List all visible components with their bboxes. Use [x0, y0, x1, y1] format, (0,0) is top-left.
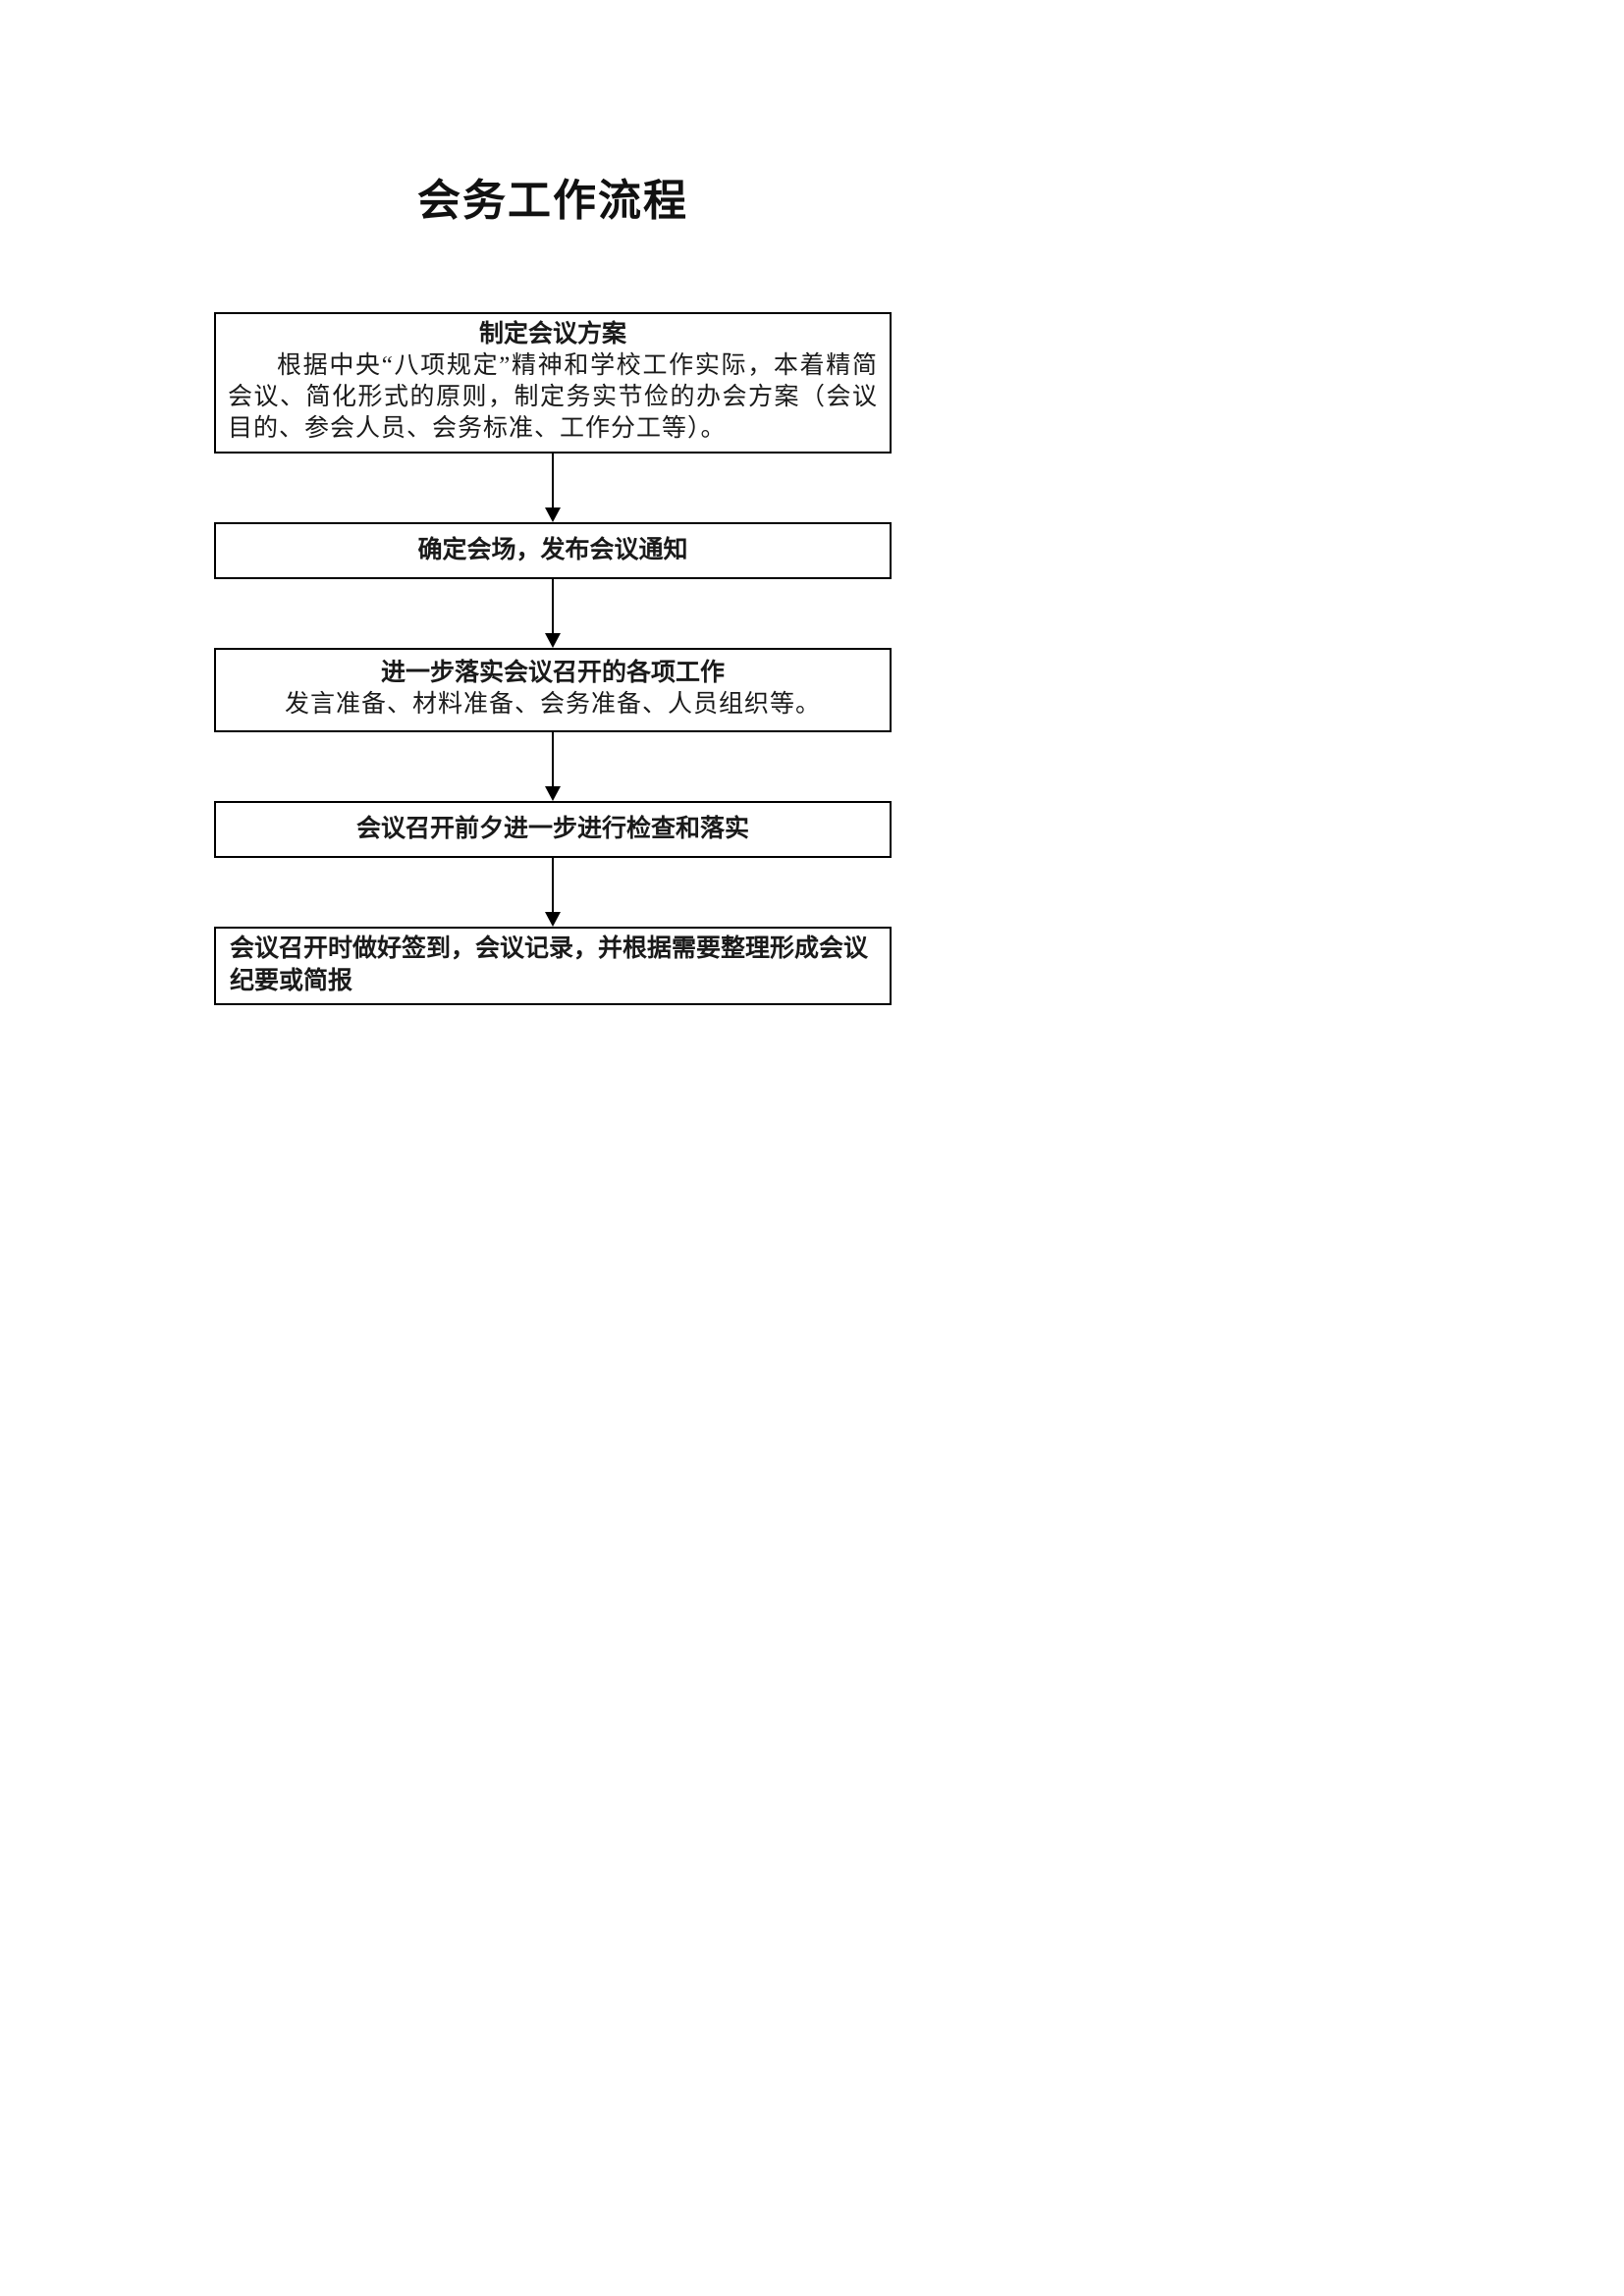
flow-step-plan: 制定会议方案 根据中央“八项规定”精神和学校工作实际，本着精简会议、简化形式的原…	[214, 312, 892, 454]
arrow-head	[545, 912, 561, 927]
step-title: 制定会议方案	[478, 321, 626, 347]
step-title: 进一步落实会议召开的各项工作	[380, 660, 725, 686]
arrow-line	[552, 454, 554, 507]
flow-step-record: 会议召开时做好签到，会议记录，并根据需要整理形成会议纪要或简报	[214, 927, 892, 1005]
step-body: 发言准备、材料准备、会务准备、人员组织等。	[284, 691, 821, 718]
step-title: 会议召开时做好签到，会议记录，并根据需要整理形成会议纪要或简报	[230, 935, 869, 994]
arrow-down-icon	[214, 732, 892, 801]
arrow-line	[552, 579, 554, 633]
page-title: 会务工作流程	[417, 177, 688, 225]
arrow-head	[545, 633, 561, 648]
flow-step-notice: 确定会场，发布会议通知	[214, 522, 892, 579]
step-body: 根据中央“八项规定”精神和学校工作实际，本着精简会议、简化形式的原则，制定务实节…	[228, 352, 878, 442]
arrow-line	[552, 858, 554, 912]
arrow-down-icon	[214, 858, 892, 927]
arrow-down-icon	[214, 454, 892, 522]
arrow-down-icon	[214, 579, 892, 648]
arrow-head	[545, 507, 561, 522]
arrow-head	[545, 786, 561, 801]
flowchart: 会务工作流程 制定会议方案 根据中央“八项规定”精神和学校工作实际，本着精简会议…	[214, 0, 892, 1005]
flow-step-check: 会议召开前夕进一步进行检查和落实	[214, 801, 892, 858]
step-title: 会议召开前夕进一步进行检查和落实	[355, 816, 749, 842]
flow-step-implement: 进一步落实会议召开的各项工作 发言准备、材料准备、会务准备、人员组织等。	[214, 648, 892, 732]
arrow-line	[552, 732, 554, 786]
step-title: 确定会场，发布会议通知	[417, 537, 688, 563]
